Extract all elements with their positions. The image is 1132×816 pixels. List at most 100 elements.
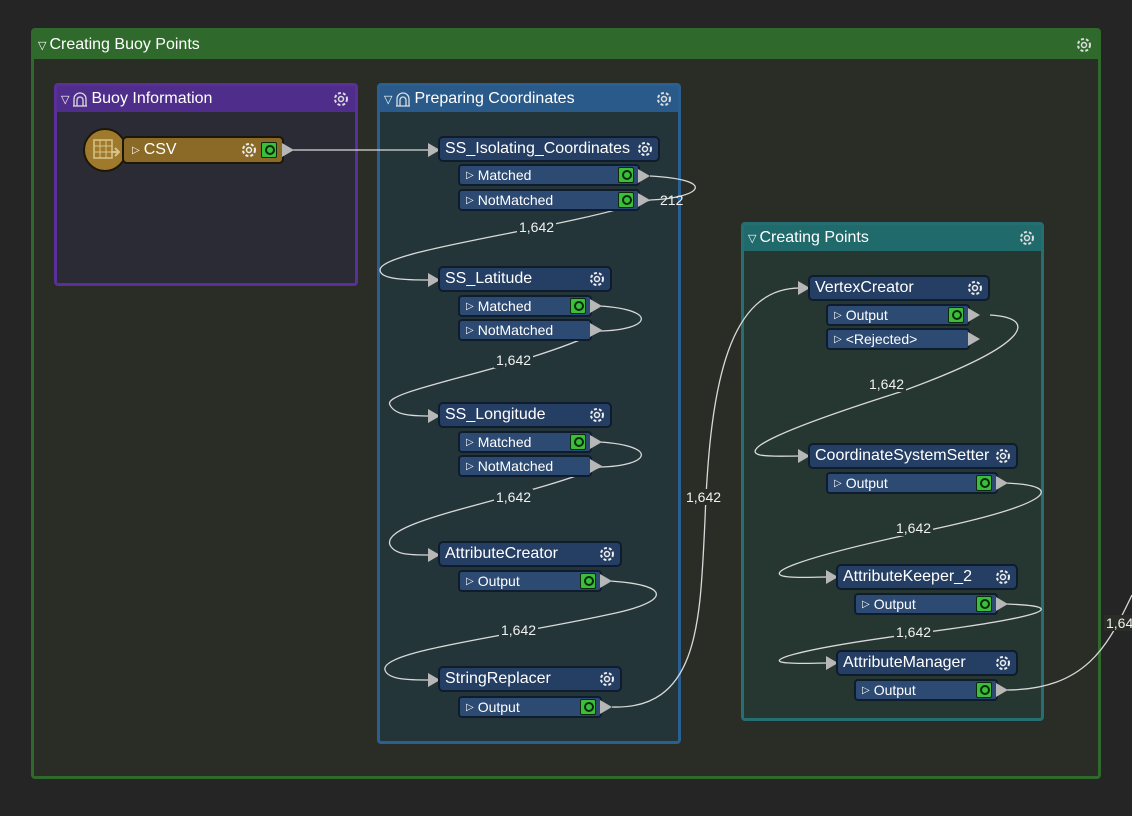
port-notmatched[interactable]: ▷NotMatched bbox=[458, 189, 640, 211]
input-port-arrow[interactable] bbox=[798, 281, 810, 295]
collapse-triangle-icon[interactable]: ▽ bbox=[384, 93, 393, 106]
expand-triangle-icon[interactable]: ▷ bbox=[132, 144, 140, 156]
input-port-arrow[interactable] bbox=[428, 273, 440, 287]
output-port-arrow[interactable] bbox=[968, 332, 980, 346]
connection-isolating-latitude[interactable] bbox=[379, 199, 651, 281]
inspect-icon[interactable] bbox=[580, 573, 596, 589]
expand-triangle-icon[interactable]: ▷ bbox=[466, 436, 474, 448]
gear-icon[interactable] bbox=[587, 269, 607, 289]
output-port-arrow[interactable] bbox=[590, 435, 602, 449]
output-port-arrow[interactable] bbox=[600, 574, 612, 588]
port-notmatched[interactable]: ▷NotMatched bbox=[458, 455, 592, 477]
expand-triangle-icon[interactable]: ▷ bbox=[466, 324, 474, 336]
output-port-arrow[interactable] bbox=[638, 169, 650, 183]
input-port-arrow[interactable] bbox=[428, 143, 440, 157]
transformer-ss-isolating-coordinates[interactable]: SS_Isolating_Coordinates bbox=[438, 136, 660, 162]
expand-triangle-icon[interactable]: ▷ bbox=[834, 333, 842, 345]
expand-triangle-icon[interactable]: ▷ bbox=[466, 300, 474, 312]
expand-triangle-icon[interactable]: ▷ bbox=[834, 477, 842, 489]
output-port-arrow[interactable] bbox=[590, 459, 602, 473]
output-port-arrow[interactable] bbox=[968, 308, 980, 322]
output-port-arrow[interactable] bbox=[638, 193, 650, 207]
gear-icon[interactable] bbox=[654, 89, 674, 109]
connection-vertex-coordsys[interactable] bbox=[754, 314, 1019, 457]
port-matched[interactable]: ▷Matched bbox=[458, 164, 640, 186]
port-matched[interactable]: ▷Matched bbox=[458, 295, 592, 317]
port-output[interactable]: ▷Output bbox=[826, 472, 998, 494]
transformer-attributecreator[interactable]: AttributeCreator bbox=[438, 541, 622, 567]
collapse-triangle-icon[interactable]: ▽ bbox=[61, 93, 70, 106]
input-port-arrow[interactable] bbox=[826, 656, 838, 670]
inspect-icon[interactable] bbox=[618, 192, 634, 208]
gear-icon[interactable] bbox=[993, 446, 1013, 466]
bookmark-header[interactable]: ▽ Buoy Information bbox=[57, 86, 355, 112]
inspect-icon[interactable] bbox=[570, 298, 586, 314]
connection-keeper-manager[interactable] bbox=[778, 603, 1042, 665]
input-port-arrow[interactable] bbox=[428, 548, 440, 562]
output-port-arrow[interactable] bbox=[996, 683, 1008, 697]
gear-icon[interactable] bbox=[993, 567, 1013, 587]
inspect-icon[interactable] bbox=[570, 434, 586, 450]
bookmark-header[interactable]: ▽ Preparing Coordinates bbox=[380, 86, 678, 112]
gear-icon[interactable] bbox=[239, 140, 259, 160]
expand-triangle-icon[interactable]: ▷ bbox=[466, 194, 474, 206]
expand-triangle-icon[interactable]: ▷ bbox=[862, 684, 870, 696]
bookmark-buoy-information[interactable]: ▽ Buoy Information bbox=[54, 83, 358, 286]
output-port-arrow[interactable] bbox=[590, 323, 602, 337]
bookmark-header[interactable]: ▽ Creating Buoy Points bbox=[34, 31, 1098, 59]
transformer-attributekeeper-2[interactable]: AttributeKeeper_2 bbox=[836, 564, 1018, 590]
bookmark-header[interactable]: ▽ Creating Points bbox=[744, 225, 1041, 251]
port-notmatched[interactable]: ▷NotMatched bbox=[458, 319, 592, 341]
port-output[interactable]: ▷Output bbox=[458, 696, 602, 718]
inspect-icon[interactable] bbox=[976, 596, 992, 612]
input-port-arrow[interactable] bbox=[428, 409, 440, 423]
port-output[interactable]: ▷Output bbox=[458, 570, 602, 592]
gear-icon[interactable] bbox=[993, 653, 1013, 673]
inspect-icon[interactable] bbox=[948, 307, 964, 323]
expand-triangle-icon[interactable]: ▷ bbox=[466, 169, 474, 181]
transformer-ss-longitude[interactable]: SS_Longitude bbox=[438, 402, 612, 428]
csv-reader-icon[interactable] bbox=[83, 128, 127, 172]
input-port-arrow[interactable] bbox=[428, 673, 440, 687]
gear-icon[interactable] bbox=[331, 89, 351, 109]
connection-coordsys-keeper[interactable] bbox=[778, 482, 1042, 579]
output-port-arrow[interactable] bbox=[600, 700, 612, 714]
gear-icon[interactable] bbox=[597, 669, 617, 689]
expand-triangle-icon[interactable]: ▷ bbox=[466, 701, 474, 713]
gear-icon[interactable] bbox=[1074, 35, 1094, 55]
connection-attributecreator-stringreplacer[interactable] bbox=[384, 580, 657, 681]
transformer-attributemanager[interactable]: AttributeManager bbox=[836, 650, 1018, 676]
output-port-arrow[interactable] bbox=[590, 299, 602, 313]
inspect-icon[interactable] bbox=[580, 699, 596, 715]
connection-matched-loop[interactable] bbox=[649, 175, 696, 201]
gear-icon[interactable] bbox=[597, 544, 617, 564]
output-port-arrow[interactable] bbox=[996, 476, 1008, 490]
inspect-icon[interactable] bbox=[976, 682, 992, 698]
inspect-icon[interactable] bbox=[618, 167, 634, 183]
input-port-arrow[interactable] bbox=[798, 449, 810, 463]
gear-icon[interactable] bbox=[1017, 228, 1037, 248]
connection-manager-out[interactable] bbox=[1005, 594, 1132, 691]
port-rejected[interactable]: ▷<Rejected> bbox=[826, 328, 970, 350]
port-output[interactable]: ▷Output bbox=[826, 304, 970, 326]
collapse-triangle-icon[interactable]: ▽ bbox=[748, 232, 757, 245]
gear-icon[interactable] bbox=[635, 139, 655, 159]
gear-icon[interactable] bbox=[587, 405, 607, 425]
inspect-icon[interactable] bbox=[261, 142, 277, 158]
input-port-arrow[interactable] bbox=[826, 570, 838, 584]
expand-triangle-icon[interactable]: ▷ bbox=[466, 460, 474, 472]
gear-icon[interactable] bbox=[965, 278, 985, 298]
transformer-ss-latitude[interactable]: SS_Latitude bbox=[438, 266, 612, 292]
expand-triangle-icon[interactable]: ▷ bbox=[466, 575, 474, 587]
transformer-stringreplacer[interactable]: StringReplacer bbox=[438, 666, 622, 692]
csv-reader[interactable]: ▷ CSV bbox=[122, 136, 284, 164]
connection-stringreplacer-vertexcreator[interactable] bbox=[611, 287, 801, 708]
output-port-arrow[interactable] bbox=[282, 143, 294, 157]
collapse-triangle-icon[interactable]: ▽ bbox=[38, 39, 47, 52]
inspect-icon[interactable] bbox=[976, 475, 992, 491]
output-port-arrow[interactable] bbox=[996, 597, 1008, 611]
expand-triangle-icon[interactable]: ▷ bbox=[862, 598, 870, 610]
expand-triangle-icon[interactable]: ▷ bbox=[834, 309, 842, 321]
transformer-coordinatesystemsetter[interactable]: CoordinateSystemSetter bbox=[808, 443, 1018, 469]
transformer-vertexcreator[interactable]: VertexCreator bbox=[808, 275, 990, 301]
